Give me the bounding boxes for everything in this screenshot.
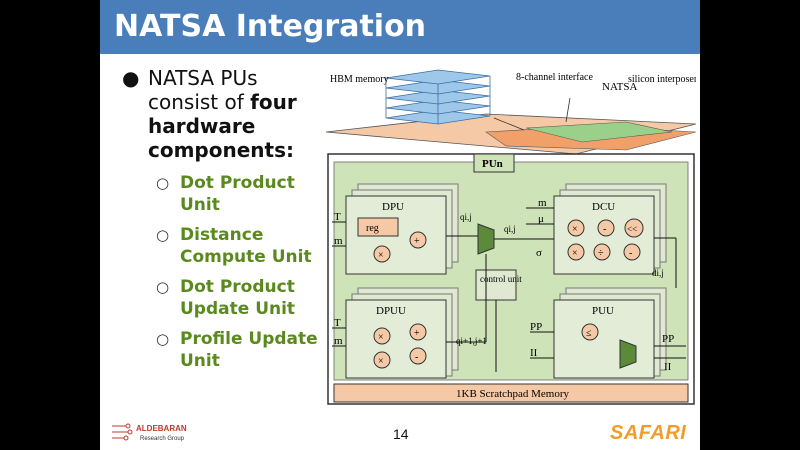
circle-bullet-icon: ○ xyxy=(156,278,170,296)
sub-bullet-puu: ○ Profile Update Unit xyxy=(114,328,324,372)
bullet-dot-icon: ● xyxy=(122,66,140,90)
mux xyxy=(477,223,495,255)
input-PP: PP xyxy=(530,321,542,333)
dpu-block: DPU reg + × xyxy=(345,183,459,275)
main-bullet: ● NATSA PUs consist of four hardware com… xyxy=(114,66,324,162)
hbm-label-text: HBM memory xyxy=(330,74,389,85)
input-m: m xyxy=(334,235,343,247)
title-bar: NATSA Integration xyxy=(100,0,700,54)
signal-qi1j1: qi+1,j+1 xyxy=(456,336,487,346)
shift-op: << xyxy=(627,224,637,234)
logo-text-1: ALDEBARAN xyxy=(136,424,187,433)
page-number: 14 xyxy=(393,426,409,442)
input-m-dcu: m xyxy=(538,197,547,209)
dcu-label: DCU xyxy=(592,201,615,213)
circle-bullet-icon: ○ xyxy=(156,330,170,348)
output-II: II xyxy=(664,361,672,373)
input-mu: μ xyxy=(538,213,544,225)
sub-bullet-label: Dot Product Update Unit xyxy=(180,277,296,319)
scratchpad-label: 1KB Scratchpad Memory xyxy=(456,388,570,400)
leq-op: ≤ xyxy=(586,328,592,339)
sub-bullet-label: Dot Product Unit xyxy=(180,173,295,215)
control-unit xyxy=(475,269,517,301)
plus-op: + xyxy=(414,328,420,339)
input-T: T xyxy=(334,211,341,223)
input-II: II xyxy=(530,347,538,359)
sub-bullet-label: Profile Update Unit xyxy=(180,329,318,371)
hbm-label: HBM memory xyxy=(330,74,389,85)
sub-bullet-dpu: ○ Dot Product Unit xyxy=(114,172,324,216)
bullet-list: ● NATSA PUs consist of four hardware com… xyxy=(114,66,324,372)
hbm-stack xyxy=(326,69,696,155)
control-unit-text: control unit xyxy=(480,274,522,284)
times-op: × xyxy=(378,332,384,343)
output-PP: PP xyxy=(662,333,674,345)
input-m: m xyxy=(334,335,343,347)
minus-op: - xyxy=(603,224,606,235)
logo-text-2: Research Group xyxy=(140,436,185,442)
signal-qij-mux: qi,j xyxy=(504,224,516,234)
dpu-label: DPU xyxy=(382,201,404,213)
slide: NATSA Integration ● NATSA PUs consist of… xyxy=(100,0,700,450)
slide-title: NATSA Integration xyxy=(114,9,427,44)
circle-bullet-icon: ○ xyxy=(156,226,170,244)
plus-op: + xyxy=(414,236,420,247)
aldebaran-logo: ALDEBARAN Research Group xyxy=(112,423,187,442)
times-op: × xyxy=(572,248,578,259)
sub-bullet-dpuu: ○ Dot Product Update Unit xyxy=(114,276,324,320)
puu-block: PUU ≤ xyxy=(553,287,667,379)
natsa-label: NATSA xyxy=(602,81,638,93)
minus-op: - xyxy=(415,352,418,363)
interposer-label: silicon interposer xyxy=(628,74,696,85)
main-bullet-bold-2: hardware components: xyxy=(148,114,294,162)
dpuu-label: DPUU xyxy=(376,305,406,317)
circle-bullet-icon: ○ xyxy=(156,174,170,192)
div-op: ÷ xyxy=(598,248,604,259)
times-op: × xyxy=(378,250,384,261)
times-op: × xyxy=(572,224,578,235)
signal-qij: qi,j xyxy=(460,212,472,222)
dcu-block: DCU × - << × ÷ - xyxy=(553,183,667,275)
times-op: × xyxy=(378,356,384,367)
interface-label: 8-channel interface xyxy=(516,72,593,83)
puu-label: PUU xyxy=(592,305,614,317)
main-bullet-bold-1: four xyxy=(250,90,297,114)
dpuu-block: DPUU × + × - xyxy=(345,287,459,379)
reg-label: reg xyxy=(366,223,379,234)
input-T: T xyxy=(334,317,341,329)
safari-brand: SAFARI xyxy=(610,422,687,444)
natsa-diagram: HBM memory 8-channel interface NATSA sil… xyxy=(326,69,696,405)
signal-dij: di,j xyxy=(652,268,664,278)
sub-bullet-label: Distance Compute Unit xyxy=(180,225,312,267)
scratchpad-memory xyxy=(333,383,689,403)
sub-bullet-dcu: ○ Distance Compute Unit xyxy=(114,224,324,268)
minus-op: - xyxy=(629,248,632,259)
main-bullet-prefix: NATSA PUs consist of xyxy=(148,66,258,114)
input-sigma: σ xyxy=(536,247,542,259)
control-unit-label: control unit xyxy=(480,274,522,284)
pu-label: PUn xyxy=(482,158,503,170)
